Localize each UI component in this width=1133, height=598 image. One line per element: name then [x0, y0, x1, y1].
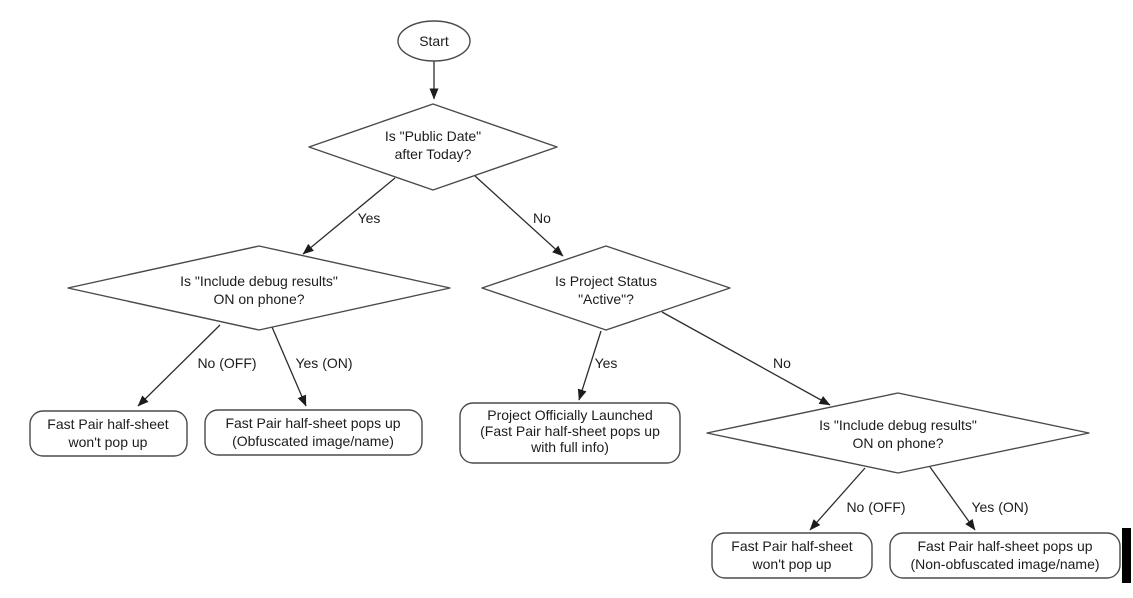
project-status-diamond [481, 245, 731, 331]
edge-debug-left-yes-arrow [271, 326, 307, 407]
obfuscated-popup-label-line1: Fast Pair half-sheet pops up [225, 415, 400, 431]
node-no-popup-right: Fast Pair half-sheet won't pop up [711, 532, 873, 579]
officially-launched-label-line2: (Fast Pair half-sheet pops up [480, 423, 660, 439]
project-status-label-line1: Is Project Status [555, 273, 657, 289]
node-start: Start [397, 20, 471, 62]
debug-left-label-line1: Is "Include debug results" [180, 273, 338, 289]
non-obfuscated-popup-box [889, 532, 1121, 579]
no-popup-right-box [711, 532, 873, 579]
no-popup-right-label-line1: Fast Pair half-sheet [731, 538, 852, 554]
edge-debug-right-no-arrow [809, 467, 866, 531]
no-popup-right-label-line2: won't pop up [752, 556, 832, 572]
debug-right-label-line2: ON on phone? [852, 435, 943, 451]
node-debug-left-decision: Is "Include debug results" ON on phone? [67, 245, 451, 331]
public-date-label-line2: after Today? [395, 146, 472, 162]
debug-left-label-line2: ON on phone? [213, 291, 304, 307]
edge-label-project-status-yes: Yes [595, 355, 618, 371]
edge-public-date-yes-arrow [302, 177, 396, 255]
node-project-status-decision: Is Project Status "Active"? [481, 245, 731, 331]
no-popup-left-label-line1: Fast Pair half-sheet [47, 416, 168, 432]
start-ellipse [397, 20, 471, 62]
edge-debug-left-no-arrow [137, 324, 221, 407]
node-officially-launched: Project Officially Launched (Fast Pair h… [459, 402, 681, 464]
officially-launched-label-line3: with full info) [530, 439, 609, 455]
node-obfuscated-popup: Fast Pair half-sheet pops up (Obfuscated… [204, 409, 423, 456]
node-public-date-decision: Is "Public Date" after Today? [308, 103, 558, 191]
start-label: Start [419, 33, 449, 49]
edge-label-public-date-yes: Yes [358, 210, 381, 226]
obfuscated-popup-box [204, 409, 423, 456]
edge-label-debug-left-yes: Yes (ON) [295, 355, 352, 371]
debug-left-diamond [67, 245, 451, 331]
no-popup-left-label-line2: won't pop up [68, 434, 148, 450]
officially-launched-label-line1: Project Officially Launched [487, 407, 653, 423]
edge-label-debug-left-no: No (OFF) [197, 355, 256, 371]
project-status-label-line2: "Active"? [578, 291, 634, 307]
node-non-obfuscated-popup: Fast Pair half-sheet pops up (Non-obfusc… [889, 532, 1121, 579]
public-date-diamond [308, 103, 558, 191]
non-obfuscated-popup-label-line1: Fast Pair half-sheet pops up [917, 538, 1092, 554]
text-cursor-artifact [1122, 528, 1131, 583]
edge-label-project-status-no: No [773, 355, 791, 371]
node-debug-right-decision: Is "Include debug results" ON on phone? [706, 392, 1090, 474]
edge-label-public-date-no: No [533, 210, 551, 226]
edge-public-date-no-arrow [474, 175, 564, 257]
non-obfuscated-popup-label-line2: (Non-obfuscated image/name) [910, 556, 1099, 572]
edge-project-status-no-arrow [661, 311, 831, 406]
node-no-popup-left: Fast Pair half-sheet won't pop up [29, 410, 188, 457]
edge-label-debug-right-yes: Yes (ON) [971, 499, 1028, 515]
public-date-label-line1: Is "Public Date" [385, 128, 481, 144]
debug-right-label-line1: Is "Include debug results" [819, 417, 977, 433]
debug-right-diamond [706, 392, 1090, 474]
edge-project-status-yes-arrow [577, 330, 602, 401]
no-popup-left-box [29, 410, 188, 457]
edge-debug-right-yes-arrow [929, 466, 976, 531]
edge-label-debug-right-no: No (OFF) [846, 499, 905, 515]
obfuscated-popup-label-line2: (Obfuscated image/name) [232, 433, 394, 449]
officially-launched-box [459, 402, 681, 464]
